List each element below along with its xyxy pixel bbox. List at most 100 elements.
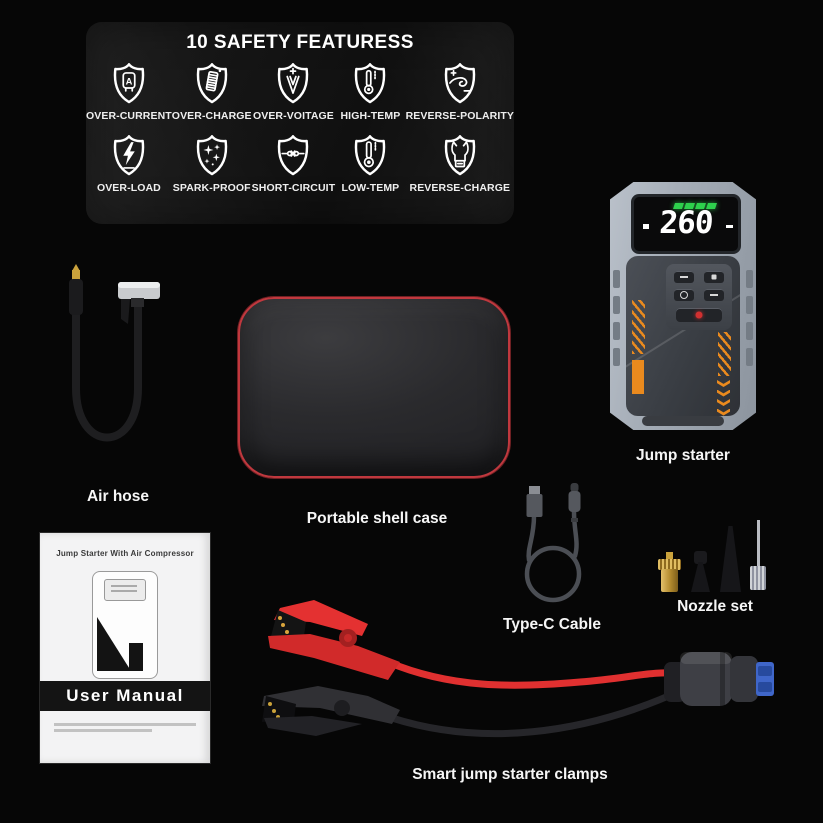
safety-feature-label: SPARK-PROOF [172, 182, 251, 194]
nozzle-set-label: Nozzle set [677, 598, 753, 615]
air-hose-photo [69, 264, 160, 442]
safety-feature-label: SHORT-CIRCUIT [251, 182, 336, 194]
small-cone-nozzle [691, 562, 710, 592]
red-clamp-pivot-cap [344, 634, 352, 642]
brass-adapter-stem [666, 552, 673, 560]
safety-feature-label: OVER-LOAD [96, 182, 161, 194]
drawing-screen [104, 579, 146, 601]
power-led [695, 311, 703, 319]
drawing-dark-fold [97, 617, 131, 671]
manual-fineprint-line [53, 729, 153, 732]
clamp-tooth [272, 709, 276, 713]
clamp-tooth [285, 630, 289, 634]
safety-feature-reverse-polarity: REVERSE-POLARITY [406, 59, 514, 122]
small-nozzle-cap [694, 551, 707, 564]
cable-loop [524, 545, 582, 603]
jumper-clamps-photo [262, 600, 774, 738]
safety-feature-label: REVERSE-CHARGE [409, 182, 511, 194]
tire-chuck-highlight [118, 282, 160, 288]
power-button [676, 308, 722, 322]
safety-feature-over-charge: OVER-CHARGE [172, 59, 252, 122]
manual-cover-title: Jump Starter With Air Compressor [56, 549, 194, 558]
jump-starter-photo: 260 [610, 182, 756, 430]
orange-hatch-stripes [632, 300, 645, 354]
plus-button [704, 271, 724, 283]
connector-collar [730, 656, 758, 702]
clamps-label: Smart jump starter clamps [412, 766, 608, 783]
shell-case-label: Portable shell case [306, 510, 448, 527]
clamp-tooth [278, 616, 282, 620]
device-bottom-cap [642, 416, 724, 426]
brass-adapter-body [661, 569, 678, 592]
safety-feature-over-load: OVER-LOAD [86, 131, 172, 194]
housing-ridge [720, 652, 725, 706]
svg-text:A: A [126, 76, 133, 86]
type-c-cable-photo [524, 483, 582, 603]
hose-left-connector [69, 279, 83, 315]
black-cable [388, 686, 686, 738]
usb-c-strain-relief [571, 518, 578, 522]
orange-chevrons [717, 380, 730, 416]
air-hose-label: Air hose [86, 488, 149, 505]
red-cable [384, 658, 686, 689]
safety-feature-low-temp: LOW-TEMP [335, 131, 405, 194]
housing-highlight [680, 652, 732, 664]
display-right-mark [726, 225, 733, 228]
safety-feature-spark-proof: SPARK-PROOF [172, 131, 252, 194]
button-cluster [666, 264, 732, 330]
safety-panel-title: 10 SAFETY FEATURESS [186, 32, 414, 53]
short-circuit-shield-icon [278, 135, 309, 176]
unit-button [704, 289, 724, 301]
reverse-charge-shield-icon [444, 135, 476, 176]
low-temp-shield-icon [355, 135, 386, 176]
brass-adapter-knurl [658, 559, 681, 570]
device-display: 260 [631, 194, 741, 254]
side-grip [613, 270, 620, 288]
user-manual-photo: Jump Starter With Air Compressor User Ma… [40, 533, 210, 763]
safety-feature-label: OVER-CHARGE [171, 110, 252, 122]
over-voltage-shield-icon [278, 63, 309, 104]
clamp-tooth [281, 623, 285, 627]
safety-features-grid: A OVER-CURRENT OVER-CHARGE [86, 59, 514, 194]
nozzle-set-photo [656, 502, 780, 597]
minus-button [674, 271, 694, 283]
hose-tube [72, 300, 142, 442]
black-clamp-pivot [334, 700, 350, 716]
side-grip [613, 322, 620, 340]
high-temp-shield-icon [355, 63, 386, 104]
safety-feature-short-circuit: SHORT-CIRCUIT [252, 131, 336, 194]
safety-feature-label: LOW-TEMP [341, 182, 400, 194]
red-clamp-upper-jaw [274, 600, 368, 636]
side-grip [613, 296, 620, 314]
over-charge-shield-icon [196, 63, 227, 104]
large-cone-nozzle [720, 526, 741, 592]
safety-feature-high-temp: HIGH-TEMP [335, 59, 405, 122]
over-load-shield-icon [113, 135, 145, 176]
black-clamp-handle [264, 716, 362, 736]
side-grip [746, 296, 753, 314]
orange-accent-bar [632, 360, 644, 394]
orange-hatch-stripes [718, 332, 731, 376]
light-button [674, 289, 694, 301]
ball-needle [757, 520, 760, 568]
side-grip [746, 322, 753, 340]
brass-tip [72, 264, 80, 271]
black-clamp-upper-jaw [262, 686, 400, 724]
reverse-polarity-shield-icon [444, 63, 476, 104]
manual-device-drawing [92, 571, 158, 679]
manual-title-band: User Manual [40, 681, 210, 711]
ball-needle-base [750, 566, 766, 590]
display-left-mark [643, 224, 649, 229]
safety-features-panel: 10 SAFETY FEATURESS A OVER-CURRENT [86, 22, 514, 224]
cable-tail-left [526, 513, 537, 563]
safety-feature-label: OVER-CURRENT [86, 110, 172, 122]
usb-c-connector [568, 491, 581, 512]
display-value: 260 [658, 205, 714, 241]
safety-feature-label: OVER-VOITAGE [252, 110, 334, 122]
drawing-dark-block [129, 643, 143, 671]
safety-feature-reverse-charge: REVERSE-CHARGE [406, 131, 514, 194]
side-grip [746, 348, 753, 366]
type-c-cable-label: Type-C Cable [503, 616, 601, 633]
brass-tip-body [72, 270, 80, 280]
